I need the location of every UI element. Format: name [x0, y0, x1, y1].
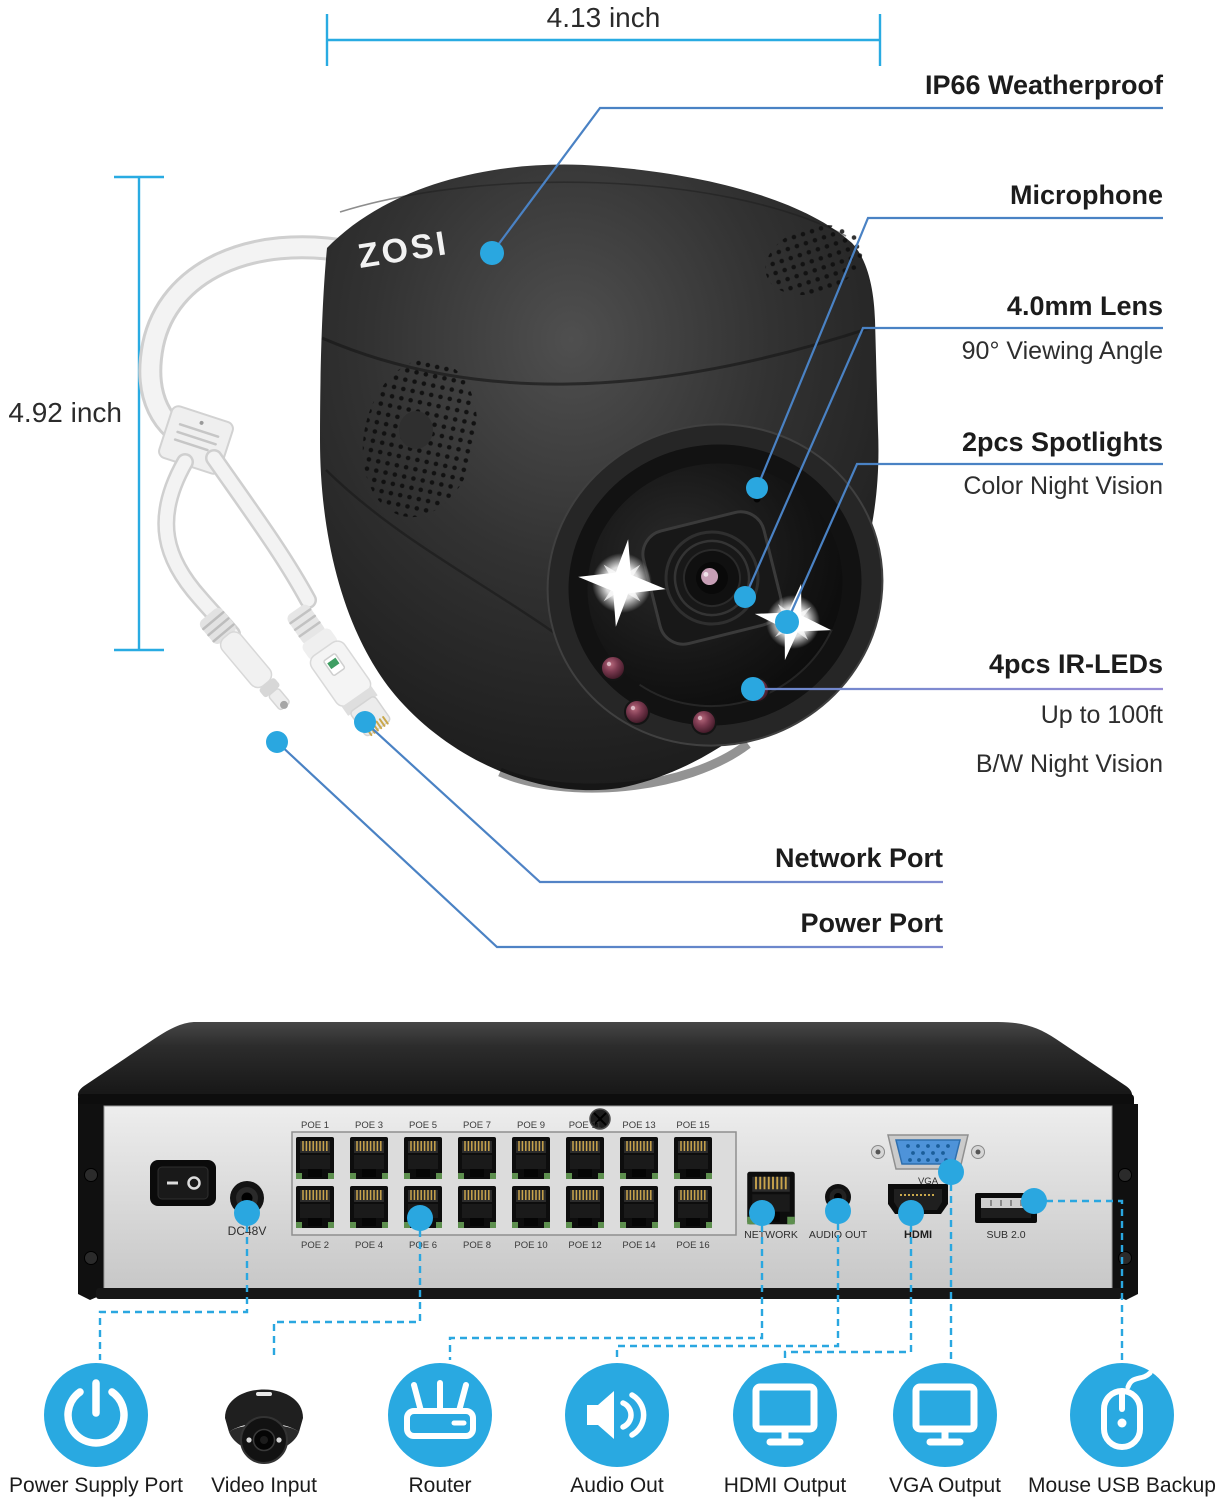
callout-weatherproof: IP66 Weatherproof [924, 70, 1163, 100]
vga-label: VGA [918, 1176, 939, 1187]
legend-label-mouse-usb: Mouse USB Backup [1028, 1474, 1216, 1497]
nvr-port-dots [234, 1159, 1047, 1231]
camera-graphic: ZOSI [320, 164, 884, 793]
legend-label-vga-output: VGA Output [888, 1474, 1002, 1497]
callout-irleds-subtitle-1: Up to 100ft [1040, 701, 1163, 729]
legend-label-video-input: Video Input [211, 1474, 317, 1497]
svg-text:POE 1: POE 1 [301, 1120, 329, 1131]
callout-dots [266, 241, 799, 753]
svg-text:POE 7: POE 7 [463, 1120, 491, 1131]
svg-text:POE 10: POE 10 [514, 1240, 547, 1251]
spotlight-left [572, 533, 672, 633]
mouse-icon [1070, 1363, 1174, 1467]
svg-text:POE 6: POE 6 [409, 1240, 437, 1251]
svg-text:POE 12: POE 12 [568, 1240, 601, 1251]
svg-text:POE 4: POE 4 [355, 1240, 383, 1251]
monitor-icon [733, 1363, 837, 1467]
speaker-icon [565, 1363, 669, 1467]
svg-text:POE 15: POE 15 [676, 1120, 709, 1131]
poe-labels-bottom: POE 2 POE 4 POE 6 POE 8 POE 10 POE 12 PO… [301, 1240, 710, 1251]
router-icon [388, 1363, 492, 1467]
svg-text:POE 2: POE 2 [301, 1240, 329, 1251]
svg-text:POE 3: POE 3 [355, 1120, 383, 1131]
width-dimension-label: 4.13 inch [546, 2, 661, 33]
camera-lens [641, 510, 783, 646]
legend-label-audio-out: Audio Out [570, 1474, 664, 1497]
callout-irleds-title: 4pcs IR-LEDs [988, 649, 1163, 679]
power-switch [150, 1160, 216, 1206]
callout-lens-title: 4.0mm Lens [1006, 291, 1163, 321]
svg-text:POE 13: POE 13 [622, 1120, 655, 1131]
svg-text:POE 5: POE 5 [409, 1120, 437, 1131]
svg-text:POE 14: POE 14 [622, 1240, 655, 1251]
callout-irleds-subtitle-2: B/W Night Vision [975, 750, 1163, 778]
camera-pigtail [157, 405, 391, 737]
usb-label: SUB 2.0 [986, 1229, 1025, 1241]
width-dimension-line [325, 14, 882, 66]
svg-text:POE 11: POE 11 [569, 1120, 602, 1131]
callout-spotlights-subtitle: Color Night Vision [963, 472, 1163, 500]
height-dimension-line [114, 175, 164, 652]
monitor-icon [893, 1363, 997, 1467]
nvr-leader-lines [98, 1172, 1124, 1362]
power-icon [44, 1363, 148, 1467]
speaker-holes-right [765, 225, 863, 295]
callout-spotlights-title: 2pcs Spotlights [961, 427, 1163, 457]
callout-microphone: Microphone [1010, 180, 1163, 210]
legend-label-router: Router [408, 1474, 472, 1497]
nvr-graphic: DC48V POE 1 POE 3 POE 5 POE 7 POE 9 POE … [77, 1022, 1138, 1300]
turret-camera-icon [225, 1389, 303, 1464]
svg-text:POE 8: POE 8 [463, 1240, 491, 1251]
power-connector [199, 607, 290, 711]
svg-text:POE 16: POE 16 [676, 1240, 709, 1251]
hdmi-label: HDMI [904, 1229, 932, 1241]
legend-label-hdmi-output: HDMI Output [723, 1474, 847, 1497]
legend-label-power: Power Supply Port [9, 1474, 183, 1497]
svg-text:POE 9: POE 9 [517, 1120, 545, 1131]
network-label: NETWORK [744, 1229, 798, 1241]
callout-network-port: Network Port [774, 843, 943, 873]
callout-power-port: Power Port [800, 908, 943, 938]
poe-labels-top: POE 1 POE 3 POE 5 POE 7 POE 9 POE 11 POE… [301, 1120, 710, 1131]
camera-leader-lines [276, 106, 1163, 949]
camera-cable [138, 235, 364, 454]
height-dimension-label: 4.92 inch [8, 397, 122, 428]
callout-lens-subtitle: 90° Viewing Angle [961, 337, 1163, 365]
